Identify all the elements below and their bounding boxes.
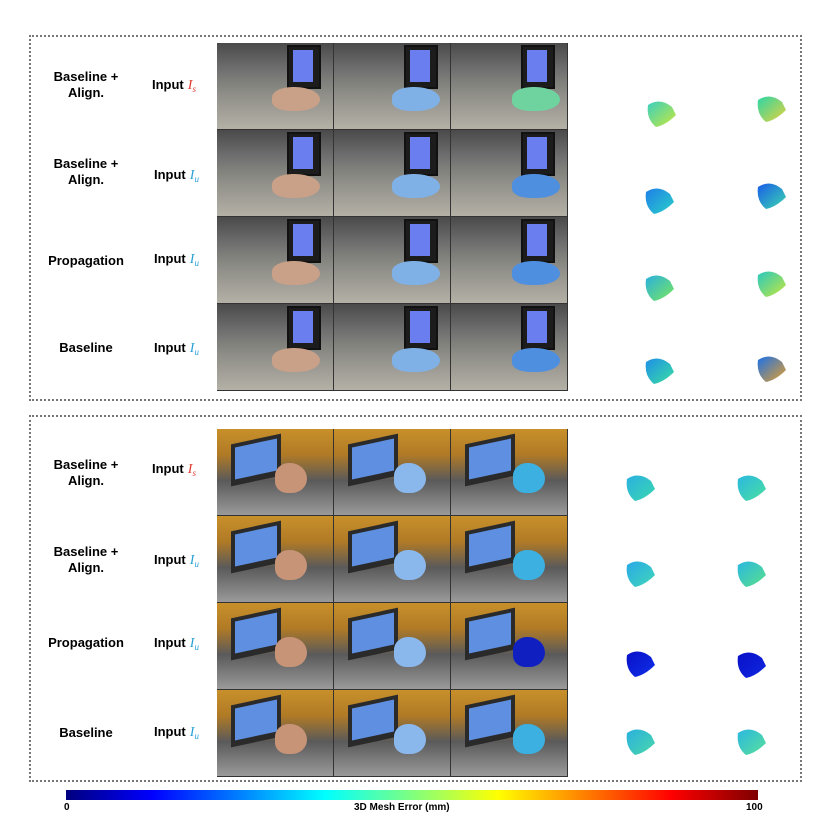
photo-tile xyxy=(451,516,568,603)
input-symbol: Iu xyxy=(189,553,199,569)
photo-tile xyxy=(217,304,334,391)
photo-tile xyxy=(217,516,334,603)
photo-tile xyxy=(217,429,334,516)
panel-top xyxy=(29,35,802,401)
photo-tile xyxy=(217,43,334,130)
photo-tile xyxy=(451,603,568,690)
input-symbol: Is xyxy=(187,462,196,478)
method-label: Baseline xyxy=(59,340,113,355)
colorbar-max-label: 100 xyxy=(746,802,763,813)
photo-tile xyxy=(334,130,451,217)
photo-tile xyxy=(217,603,334,690)
photo-tile xyxy=(451,130,568,217)
panel-bottom xyxy=(29,415,802,782)
method-label: Propagation xyxy=(48,635,124,650)
input-symbol: Iu xyxy=(189,725,199,741)
method-label: Baseline xyxy=(59,725,113,740)
photo-tile xyxy=(334,429,451,516)
input-symbol: Is xyxy=(187,78,196,94)
input-symbol: Iu xyxy=(189,341,199,357)
photo-tile xyxy=(451,429,568,516)
photo-tile xyxy=(451,304,568,391)
error-colorbar xyxy=(66,790,758,800)
input-symbol: Iu xyxy=(189,252,199,268)
method-label: Baseline + Align. xyxy=(53,69,119,100)
photo-tile xyxy=(217,130,334,217)
photo-tile xyxy=(334,43,451,130)
photo-tile xyxy=(334,690,451,777)
colorbar-title: 3D Mesh Error (mm) xyxy=(354,802,450,813)
method-label: Baseline + Align. xyxy=(53,544,119,575)
photo-tile xyxy=(217,217,334,304)
photo-tile xyxy=(451,217,568,304)
input-symbol: Iu xyxy=(189,636,199,652)
photo-tile xyxy=(334,304,451,391)
colorbar-min-label: 0 xyxy=(64,802,70,813)
photo-tile xyxy=(334,603,451,690)
photo-tile xyxy=(334,217,451,304)
photo-tile xyxy=(451,43,568,130)
input-symbol: Iu xyxy=(189,168,199,184)
method-label: Baseline + Align. xyxy=(53,156,119,187)
photo-tile xyxy=(451,690,568,777)
photo-tile xyxy=(334,516,451,603)
method-label: Baseline + Align. xyxy=(53,457,119,488)
method-label: Propagation xyxy=(48,253,124,268)
photo-tile xyxy=(217,690,334,777)
